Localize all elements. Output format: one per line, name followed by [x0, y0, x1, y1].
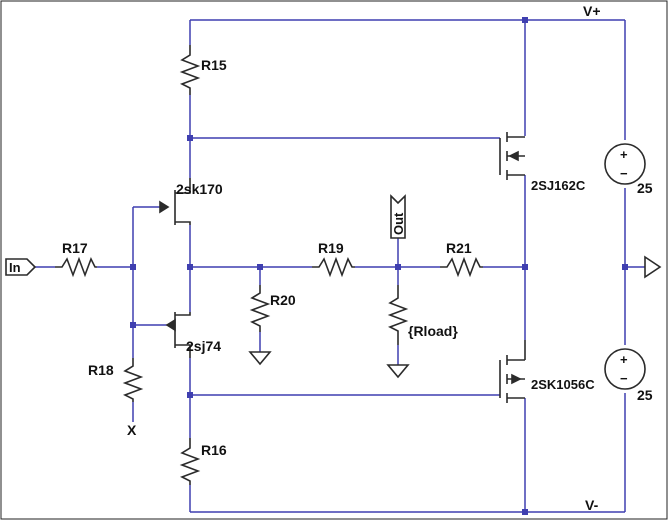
- label-2sk1056c: 2SK1056C: [531, 377, 595, 392]
- junction-supply-gnd: [622, 264, 628, 270]
- junction-gate: [130, 264, 136, 270]
- label-no-connect: X: [127, 422, 137, 438]
- resistor-rload: [387, 285, 409, 345]
- voltage-source-top: [604, 143, 646, 185]
- resistors: [55, 45, 483, 485]
- label-port-in: In: [9, 260, 21, 275]
- label-r19: R19: [318, 240, 344, 256]
- plus-sign-bottom: +: [620, 352, 628, 367]
- resistor-r16: [179, 438, 201, 485]
- junction-top-rail: [522, 17, 528, 23]
- label-r18: R18: [88, 362, 114, 378]
- junction-r20: [257, 264, 263, 270]
- label-r15: R15: [201, 57, 227, 73]
- junction-bottom-rail: [522, 509, 528, 515]
- resistor-r21: [440, 256, 483, 278]
- junction-output: [522, 264, 528, 270]
- body-arrow-2sk1056c: [511, 373, 522, 385]
- plus-sign-top: +: [620, 147, 628, 162]
- body-arrow-2sj162c: [508, 150, 519, 162]
- wires: [35, 19, 645, 513]
- gate-arrow-2sk170: [159, 200, 170, 214]
- port-out-flag: [390, 194, 406, 239]
- minus-sign-top: −: [620, 166, 628, 181]
- junction-out: [395, 264, 401, 270]
- gate-arrow-2sj74: [165, 318, 176, 332]
- label-2sj74: 2sj74: [186, 338, 221, 354]
- voltage-source-bottom: [604, 348, 646, 390]
- minus-sign-bottom: −: [620, 371, 628, 386]
- label-port-out: Out: [391, 212, 406, 235]
- ground-icon-supply: [644, 255, 662, 279]
- label-r20: R20: [270, 292, 296, 308]
- label-v-top-value: 25: [637, 180, 653, 196]
- mosfet-2sk1056c: [499, 340, 526, 403]
- label-2sj162c: 2SJ162C: [531, 178, 586, 193]
- resistor-r19: [312, 256, 355, 278]
- junction-drive-top: [187, 135, 193, 141]
- label-r17: R17: [62, 240, 88, 256]
- junction-dots: [130, 17, 628, 515]
- junction-drive-bottom: [187, 392, 193, 398]
- resistor-r18: [122, 358, 144, 402]
- label-2sk170: 2sk170: [176, 181, 223, 197]
- port-in-flag: [5, 258, 37, 276]
- label-rload: {Rload}: [408, 323, 458, 339]
- jfet-2sj74: [165, 312, 191, 358]
- jfet-2sk170: [159, 178, 191, 225]
- ground-icon-rload: [386, 364, 410, 379]
- junction-r18: [130, 322, 136, 328]
- resistor-r15: [179, 45, 201, 95]
- label-v-bottom-value: 25: [637, 387, 653, 403]
- label-r16: R16: [201, 442, 227, 458]
- label-r21: R21: [446, 240, 472, 256]
- resistor-r17: [55, 256, 97, 278]
- mosfet-2sj162c: [499, 132, 525, 180]
- label-vplus: V+: [583, 3, 601, 19]
- ground-icon-r20: [248, 351, 272, 366]
- label-vminus: V-: [585, 497, 599, 513]
- junction-center: [187, 264, 193, 270]
- resistor-r20: [249, 285, 271, 332]
